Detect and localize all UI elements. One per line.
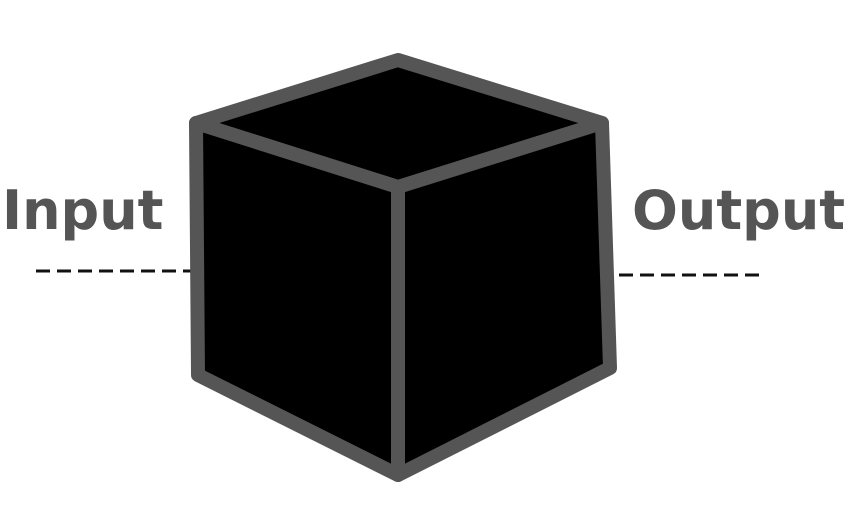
output-label: Output: [632, 179, 846, 242]
cube-right-face: [391, 116, 617, 482]
black-box-cube-icon: [189, 53, 617, 482]
input-label: Input: [2, 179, 164, 242]
cube-left-face: [189, 116, 405, 482]
